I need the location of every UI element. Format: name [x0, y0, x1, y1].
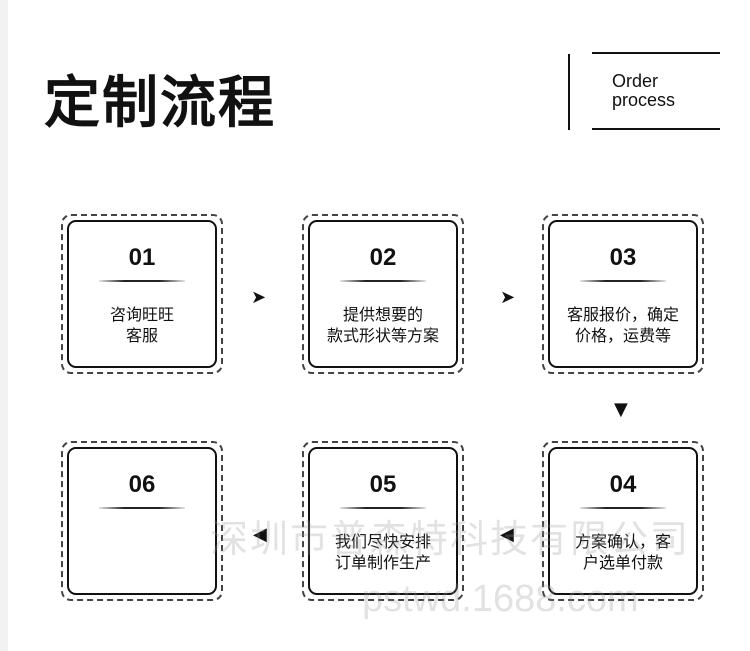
arrow-left-icon: ◀	[253, 524, 267, 545]
step-card-inner: 02 提供想要的 款式形状等方案	[308, 220, 458, 368]
step-card-05: 05 我们尽快安排 订单制作生产	[302, 441, 464, 601]
subtitle-top-rule	[592, 52, 720, 54]
step-description: 客服报价，确定 价格，运费等	[556, 304, 690, 346]
step-card-inner: 06	[67, 447, 217, 595]
step-desc-line-2: 款式形状等方案	[326, 326, 439, 345]
step-card-06: 06	[61, 441, 223, 601]
step-description: 方案确认，客 户选单付款	[556, 531, 690, 573]
step-desc-line-2: 户选单付款	[582, 553, 663, 572]
step-rule	[340, 280, 426, 282]
step-card-01: 01 咨询旺旺 客服	[61, 214, 223, 374]
step-number: 04	[609, 471, 637, 498]
step-description: 咨询旺旺 客服	[75, 304, 209, 346]
step-desc-line-2: 订单制作生产	[334, 553, 431, 572]
subtitle-bottom-rule	[592, 128, 720, 130]
step-card-inner: 03 客服报价，确定 价格，运费等	[548, 220, 698, 368]
step-number: 02	[369, 244, 397, 271]
step-rule	[580, 507, 666, 509]
step-rule	[99, 280, 185, 282]
subtitle-line-1: Order	[612, 71, 659, 91]
step-desc-line-1: 我们尽快安排	[334, 532, 431, 551]
step-card-inner: 05 我们尽快安排 订单制作生产	[308, 447, 458, 595]
page-title: 定制流程	[44, 71, 276, 136]
step-desc-line-2: 客服	[125, 326, 158, 345]
step-number: 03	[609, 244, 637, 271]
arrow-down-icon: ▼	[614, 399, 628, 420]
arrow-right-icon: ➤	[251, 287, 267, 308]
step-desc-line-1: 咨询旺旺	[109, 305, 174, 324]
step-desc-line-1: 方案确认，客	[574, 532, 671, 551]
step-desc-line-1: 客服报价，确定	[566, 305, 679, 324]
step-number: 06	[128, 471, 156, 498]
step-number: 01	[128, 244, 156, 271]
english-subtitle: Order process	[612, 72, 722, 110]
step-card-03: 03 客服报价，确定 价格，运费等	[542, 214, 704, 374]
step-card-inner: 04 方案确认，客 户选单付款	[548, 447, 698, 595]
step-description: 提供想要的 款式形状等方案	[316, 304, 450, 346]
arrow-right-icon: ➤	[500, 287, 516, 308]
step-card-02: 02 提供想要的 款式形状等方案	[302, 214, 464, 374]
step-rule	[580, 280, 666, 282]
step-rule	[99, 507, 185, 509]
arrow-left-icon: ◀	[500, 524, 514, 545]
title-divider	[568, 54, 570, 130]
step-number: 05	[369, 471, 397, 498]
left-edge-strip	[0, 0, 8, 651]
step-description: 我们尽快安排 订单制作生产	[316, 531, 450, 573]
step-desc-line-2: 价格，运费等	[574, 326, 671, 345]
step-desc-line-1: 提供想要的	[342, 305, 423, 324]
step-card-inner: 01 咨询旺旺 客服	[67, 220, 217, 368]
step-rule	[340, 507, 426, 509]
step-card-04: 04 方案确认，客 户选单付款	[542, 441, 704, 601]
subtitle-line-2: process	[612, 90, 676, 110]
